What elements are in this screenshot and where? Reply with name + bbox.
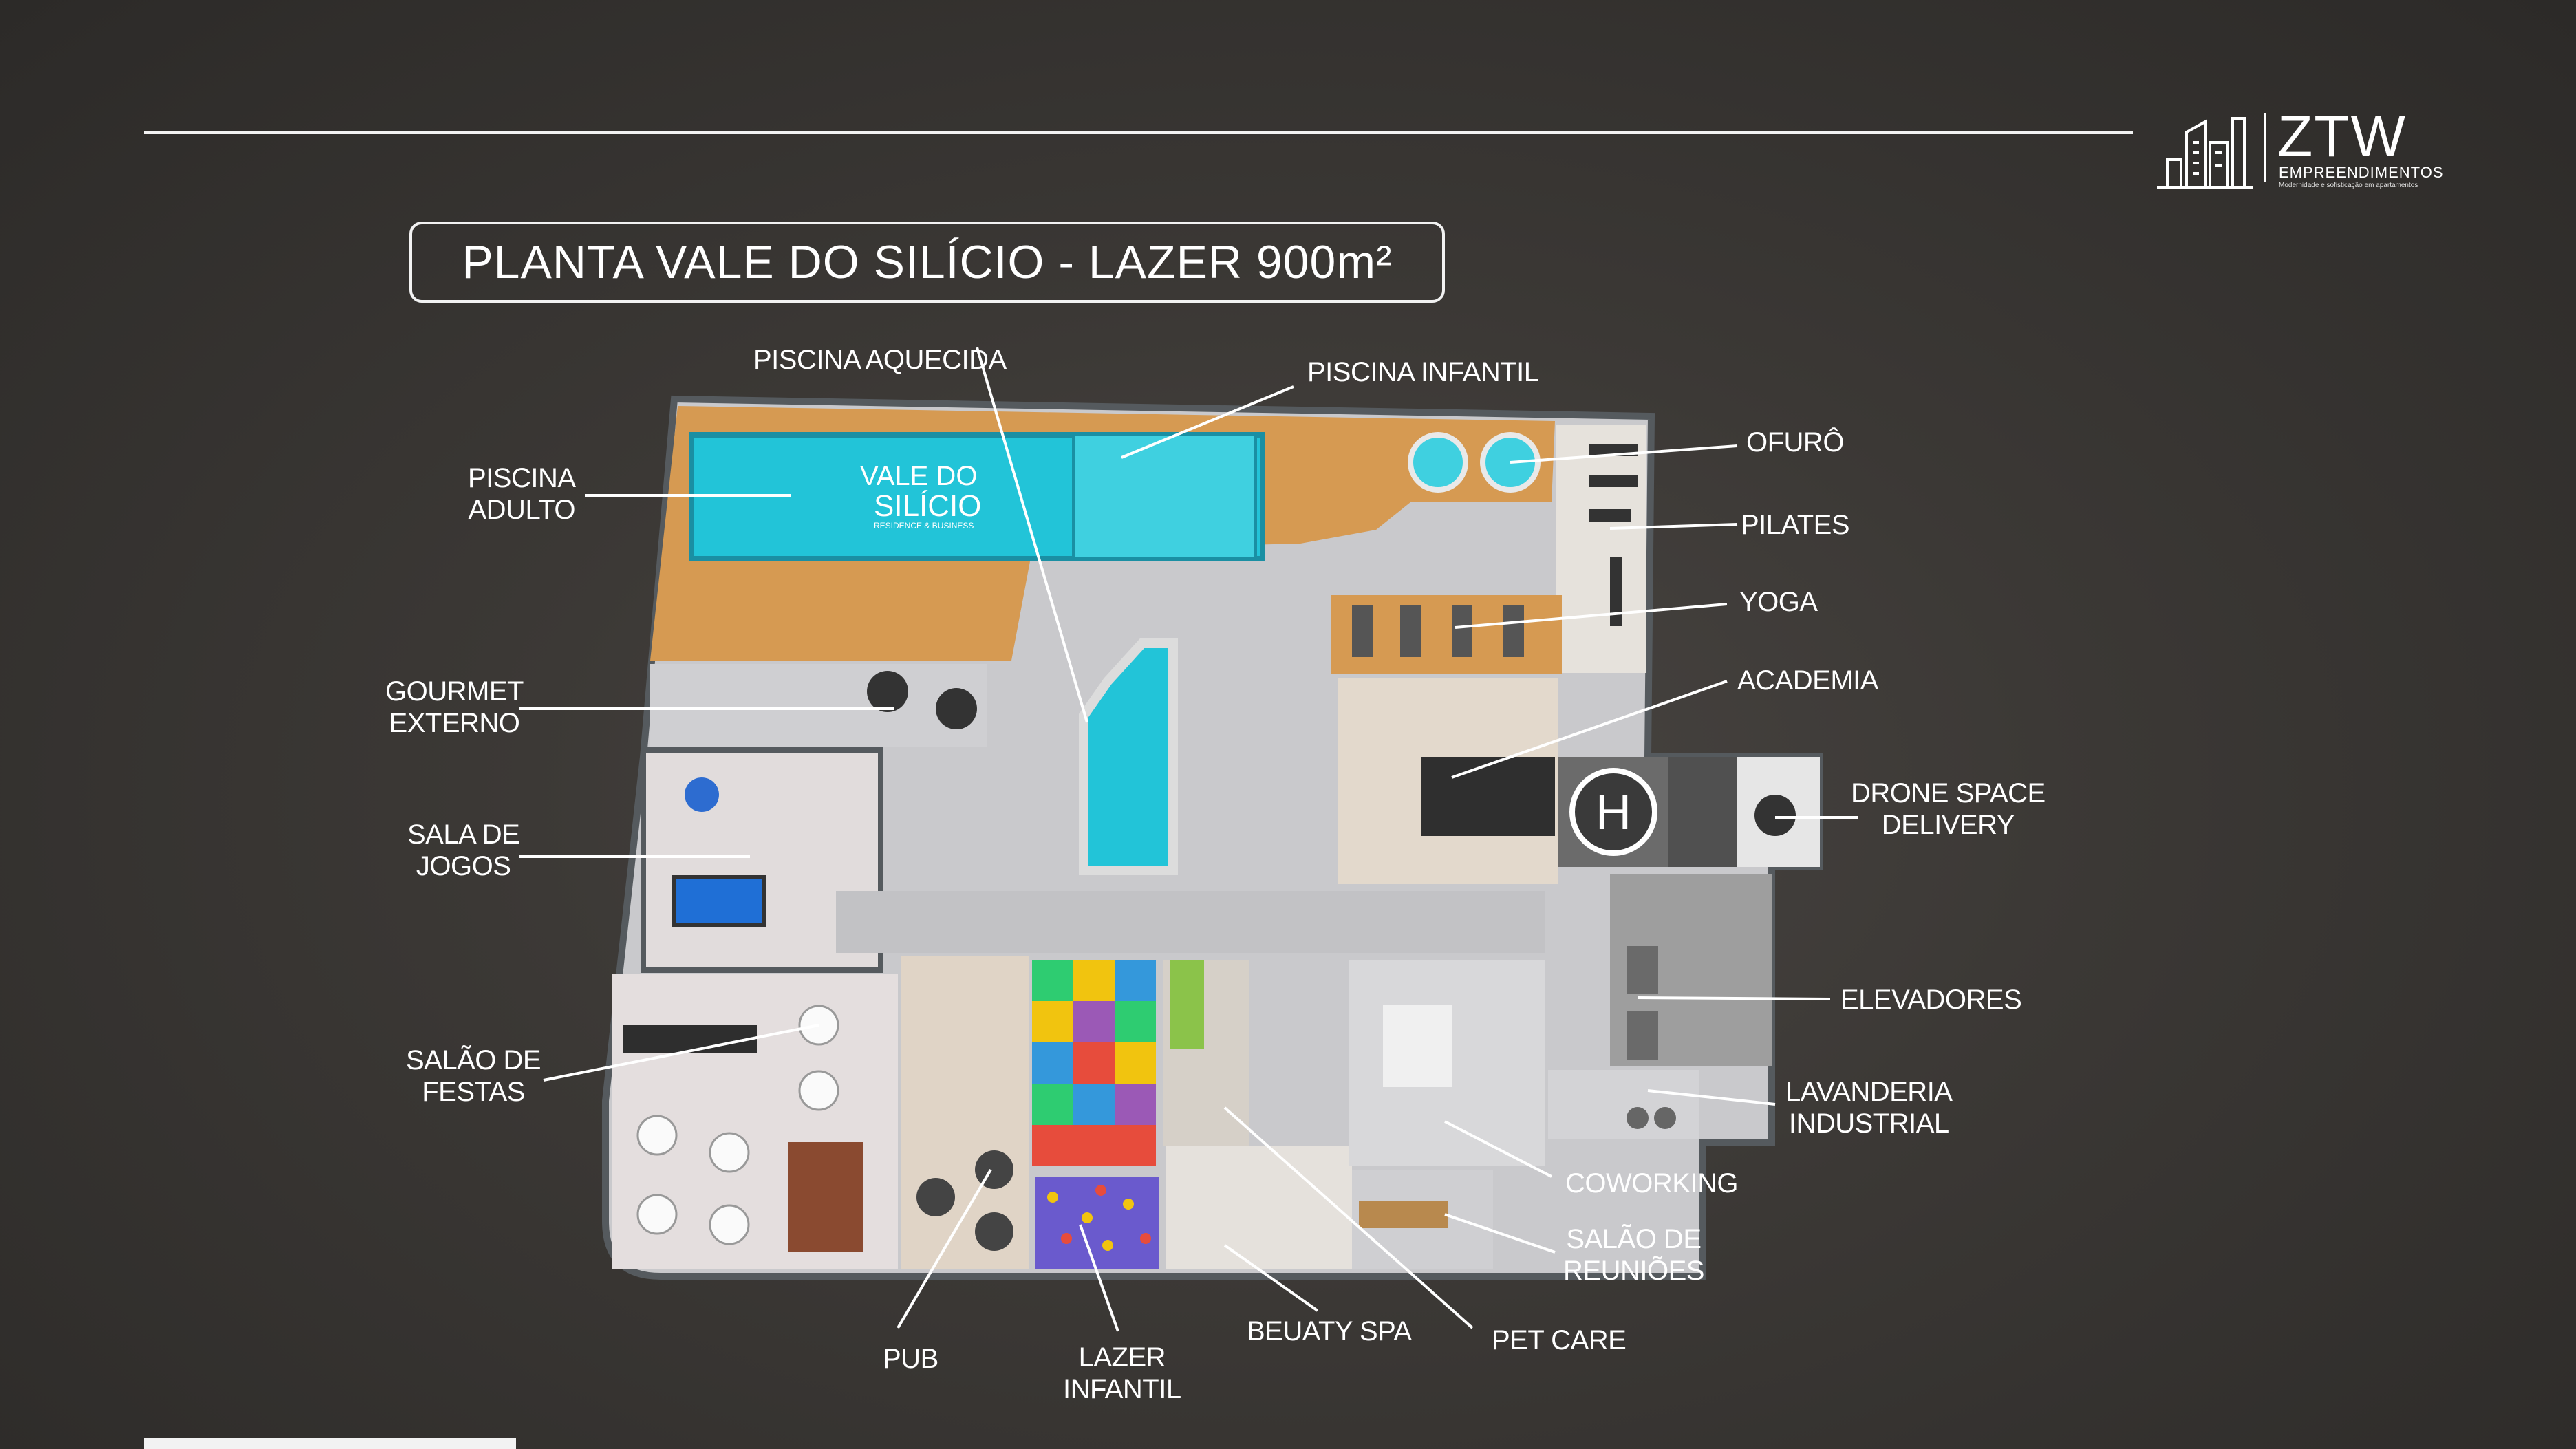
label-yoga: YOGA (1739, 587, 1818, 617)
label-academia: ACADEMIA (1737, 665, 1878, 696)
laundry-room (1548, 1070, 1699, 1139)
label-elevadores: ELEVADORES (1840, 985, 2022, 1015)
page-title-box: PLANTA VALE DO SILÍCIO - LAZER 900m² (409, 222, 1445, 303)
ofuro-tub-1 (1408, 432, 1468, 493)
label-piscina-infantil: PISCINA INFANTIL (1307, 357, 1539, 387)
label-pet-care: PET CARE (1492, 1325, 1627, 1355)
page-title: PLANTA VALE DO SILÍCIO - LAZER 900m² (462, 236, 1393, 288)
brand-name: ZTW (2277, 104, 2407, 169)
plan-brand-line1: VALE DO (860, 461, 977, 491)
pilates-room (1556, 425, 1646, 673)
pool-table (672, 875, 766, 927)
plan-brand-line2: SILÍCIO (874, 489, 982, 523)
heated-pool (1079, 638, 1178, 875)
pub-room (901, 956, 1029, 1269)
kids-pool (1072, 433, 1257, 560)
svg-text:H: H (1596, 785, 1631, 840)
label-beauty-spa: BEUATY SPA (1247, 1316, 1412, 1346)
gourmet-area (650, 664, 987, 747)
label-ofuro: OFURÔ (1746, 427, 1844, 458)
corridor (836, 891, 1545, 953)
label-pub: PUB (883, 1344, 938, 1374)
label-pilates: PILATES (1741, 510, 1850, 540)
bottom-accent-bar (144, 1438, 516, 1449)
brand-tagline: Modernidade e sofisticação em apartament… (2279, 182, 2418, 189)
spa-room (1166, 1146, 1352, 1269)
label-piscina-aquecida: PISCINA AQUECIDA (753, 345, 1007, 375)
label-coworking: COWORKING (1565, 1168, 1739, 1199)
top-divider-line (144, 131, 2133, 134)
ztw-logo: ZTW EMPREENDIMENTOS Modernidade e sofist… (2154, 103, 2443, 193)
buildings-logo-icon (2157, 117, 2253, 189)
plan-brand-line3: RESIDENCE & BUSINESS (874, 521, 974, 530)
brand-sub: EMPREENDIMENTOS (2279, 164, 2444, 181)
kids-play-floor (1032, 960, 1156, 1166)
leader-lines (519, 347, 1858, 1332)
